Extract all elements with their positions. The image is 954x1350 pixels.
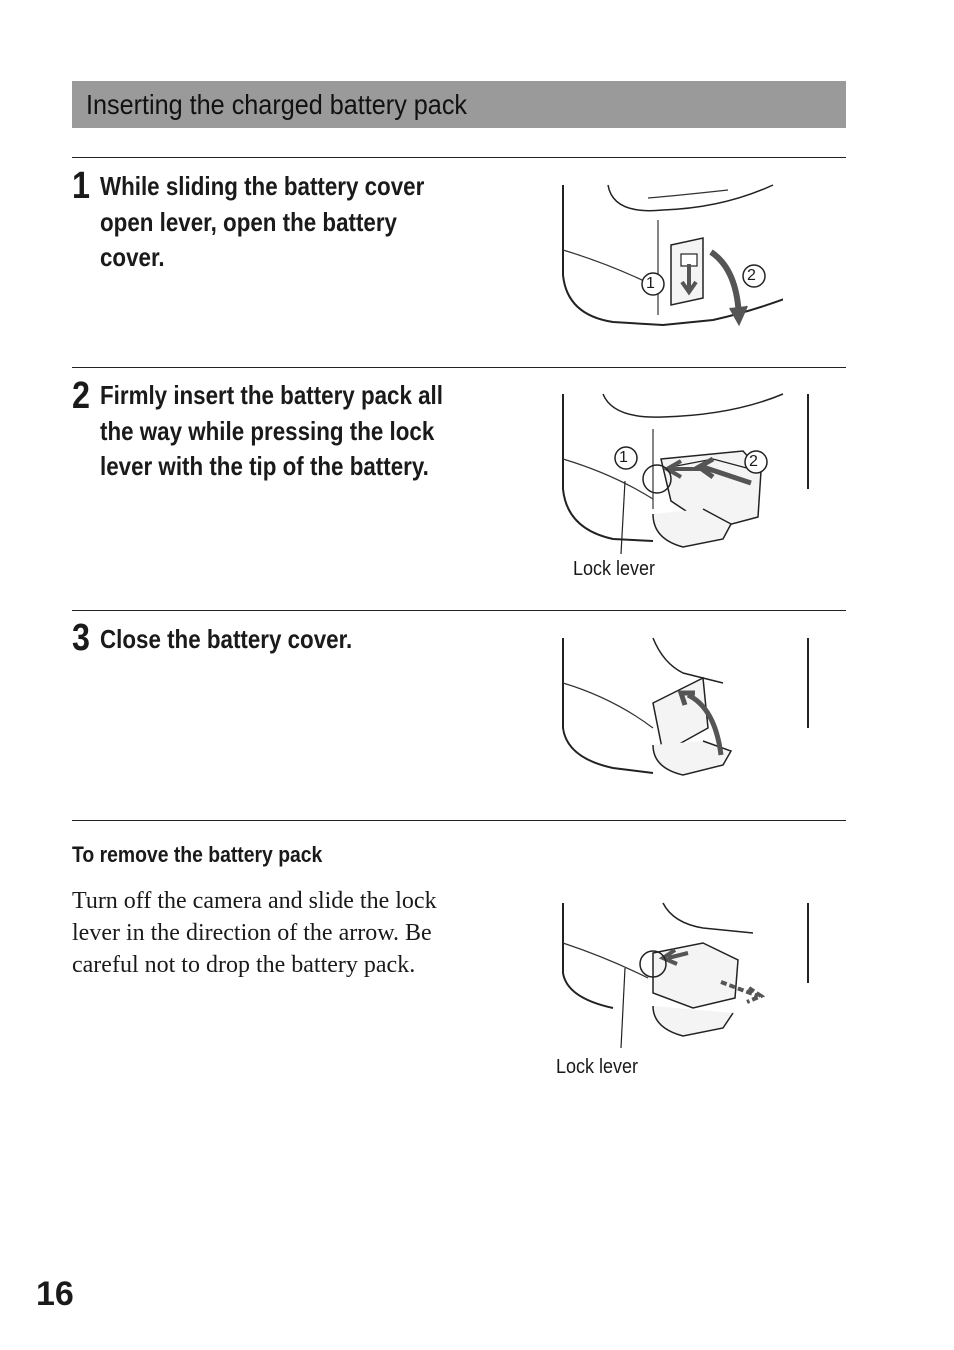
divider [72, 610, 846, 611]
step-1-callout-2: 2 [747, 267, 756, 284]
illustration-insert-battery: 1 2 [553, 389, 813, 559]
step-1-callout-1: 1 [646, 275, 655, 292]
step-3-number: 3 [72, 617, 90, 659]
remove-body: Turn off the camera and slide the lock l… [72, 888, 437, 978]
lock-lever-label: Lock lever [573, 558, 656, 580]
illustration-close-cover [553, 633, 813, 783]
section-title-bar: Inserting the charged battery pack [72, 81, 846, 128]
step-2-text: Firmly insert the battery pack all the w… [100, 380, 443, 481]
step-1-number: 1 [72, 165, 90, 207]
section-title: Inserting the charged battery pack [86, 89, 468, 120]
step-2-number: 2 [72, 375, 90, 417]
page-number: 16 [36, 1275, 74, 1313]
step-2-callout-2: 2 [749, 453, 758, 470]
step-1-text: While sliding the battery cover open lev… [100, 171, 425, 272]
divider [72, 820, 846, 821]
lock-lever-label: Lock lever [556, 1056, 639, 1078]
remove-heading: To remove the battery pack [72, 842, 323, 867]
divider [72, 367, 846, 368]
illustration-open-cover: 1 2 [553, 180, 783, 330]
step-3-text: Close the battery cover. [100, 624, 353, 654]
step-2-callout-1: 1 [619, 449, 628, 466]
divider [72, 157, 846, 158]
illustration-remove-battery [553, 898, 813, 1048]
